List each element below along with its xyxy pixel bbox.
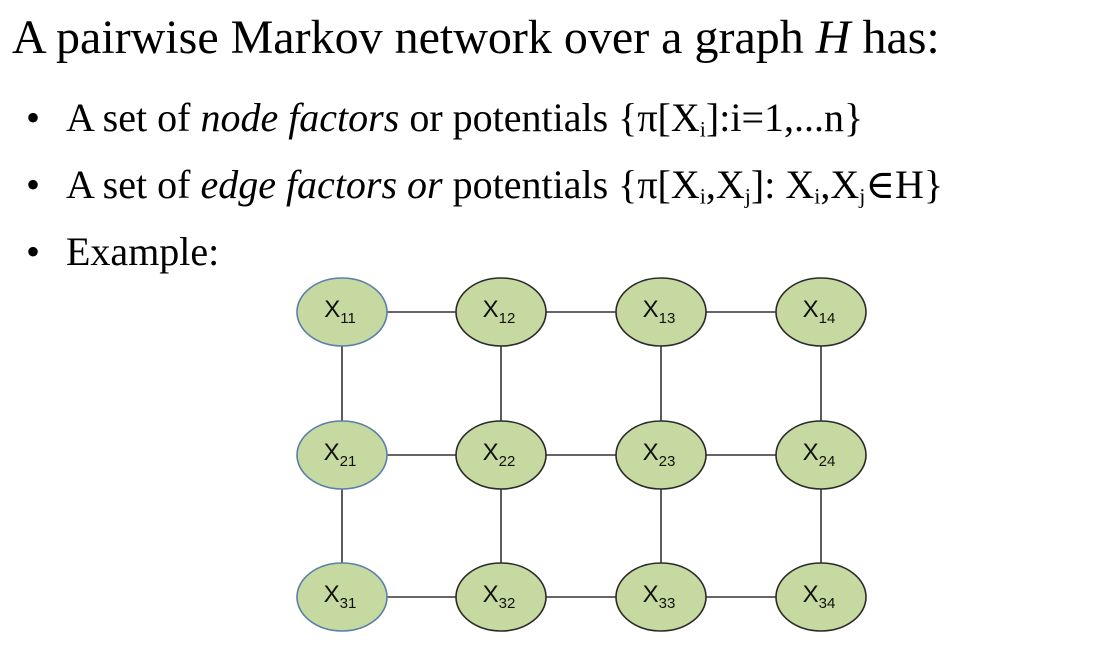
node-ellipse xyxy=(455,562,547,632)
node-x22: X22 xyxy=(455,420,547,490)
node-label-subscript: 34 xyxy=(819,595,836,612)
node-label-subscript: 11 xyxy=(340,310,356,327)
node-x12: X12 xyxy=(455,277,547,347)
node-x33: X33 xyxy=(615,562,707,632)
node-x24: X24 xyxy=(775,420,867,490)
node-ellipse xyxy=(615,420,707,490)
node-x32: X32 xyxy=(455,562,547,632)
node-ellipse xyxy=(775,420,867,490)
node-label-subscript: 13 xyxy=(659,310,676,327)
node-label: X14 xyxy=(803,296,836,327)
node-label-base: X xyxy=(803,581,819,608)
bullet-middle: or potentials {π[X xyxy=(399,95,700,140)
node-label-subscript: 32 xyxy=(499,595,516,612)
node-label-subscript: 14 xyxy=(819,310,836,327)
node-ellipse xyxy=(615,277,707,347)
node-x21: X21 xyxy=(296,420,388,490)
node-x34: X34 xyxy=(775,562,867,632)
subscript: i xyxy=(814,183,821,209)
node-label-subscript: 21 xyxy=(340,453,357,470)
bullet-middle-3: ]: X xyxy=(750,162,815,207)
node-x13: X13 xyxy=(615,277,707,347)
bullet-emphasis: node factors xyxy=(200,95,400,140)
bullet-dot: • xyxy=(26,95,41,140)
bullet-edge-factors: • A set of edge factors or potentials {π[… xyxy=(26,162,944,208)
bullet-suffix: ]:i=1,...n} xyxy=(705,95,864,140)
node-label: X33 xyxy=(643,581,676,612)
node-ellipse xyxy=(296,277,388,347)
title-graph-symbol: H xyxy=(815,11,851,64)
subscript: j xyxy=(859,183,866,209)
bullet-node-factors: • A set of node factors or potentials {π[… xyxy=(26,95,864,141)
bullet-example: • Example: xyxy=(26,232,219,272)
node-label-base: X xyxy=(483,581,499,608)
node-label-base: X xyxy=(324,296,340,323)
bullet-prefix: A set of xyxy=(66,162,201,207)
bullet-prefix: A set of xyxy=(66,95,201,140)
node-label: X34 xyxy=(803,581,836,612)
bullet-emphasis: edge factors or xyxy=(200,162,443,207)
node-label-base: X xyxy=(803,439,819,466)
node-label-base: X xyxy=(324,439,340,466)
title-text-after: has: xyxy=(850,11,940,64)
node-label-base: X xyxy=(803,296,819,323)
node-label: X32 xyxy=(483,581,516,612)
node-x14: X14 xyxy=(775,277,867,347)
subscript: i xyxy=(699,116,706,142)
title-text-before: A pairwise Markov network over a graph xyxy=(12,11,816,64)
node-label-subscript: 22 xyxy=(499,453,516,470)
node-label-base: X xyxy=(643,439,659,466)
node-label-base: X xyxy=(324,581,340,608)
subscript: i xyxy=(699,183,706,209)
node-ellipse xyxy=(296,420,388,490)
node-ellipse xyxy=(296,562,388,632)
node-ellipse xyxy=(455,277,547,347)
node-label: X24 xyxy=(803,439,836,470)
node-ellipse xyxy=(775,562,867,632)
node-label: X21 xyxy=(324,439,357,470)
node-x23: X23 xyxy=(615,420,707,490)
node-ellipse xyxy=(455,420,547,490)
node-label-subscript: 31 xyxy=(340,595,357,612)
node-label-base: X xyxy=(483,296,499,323)
slide-title: A pairwise Markov network over a graph H… xyxy=(12,14,940,62)
node-label-base: X xyxy=(643,296,659,323)
node-label: X13 xyxy=(643,296,676,327)
subscript: j xyxy=(744,183,751,209)
bullet-middle-2: ,X xyxy=(705,162,745,207)
node-label: X12 xyxy=(483,296,516,327)
bullet-middle: potentials {π[X xyxy=(442,162,700,207)
node-x31: X31 xyxy=(296,562,388,632)
node-label: X11 xyxy=(324,296,356,327)
bullet-middle-4: ,X xyxy=(820,162,860,207)
node-label: X23 xyxy=(643,439,676,470)
node-label-subscript: 12 xyxy=(499,310,516,327)
node-ellipse xyxy=(775,277,867,347)
node-label: X31 xyxy=(324,581,357,612)
node-label-subscript: 23 xyxy=(659,453,676,470)
node-label: X22 xyxy=(483,439,516,470)
node-label-base: X xyxy=(643,581,659,608)
node-x11: X11 xyxy=(296,277,388,347)
bullet-dot: • xyxy=(26,229,41,274)
node-label-subscript: 24 xyxy=(819,453,836,470)
bullet-suffix: ∈H} xyxy=(865,162,944,207)
node-label-base: X xyxy=(483,439,499,466)
bullet-dot: • xyxy=(26,162,41,207)
graph-edges xyxy=(341,311,822,598)
node-ellipse xyxy=(615,562,707,632)
bullet-text: Example: xyxy=(66,229,220,274)
node-label-subscript: 33 xyxy=(659,595,676,612)
